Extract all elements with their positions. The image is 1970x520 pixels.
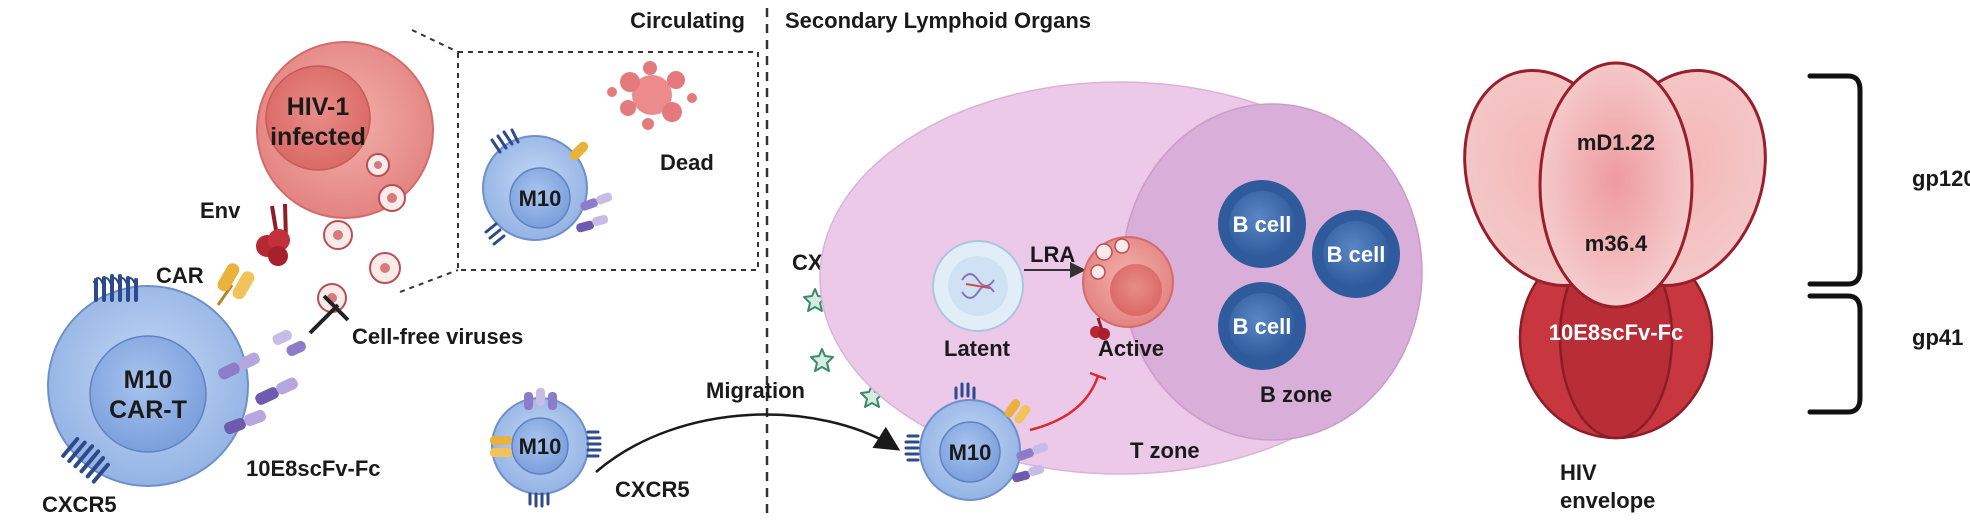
antibody-label: 10E8scFv-Fc [246,456,381,481]
active-infected-cell [1082,236,1174,328]
gp120-trimer [1463,61,1767,309]
cxcr5-label-migrating: CXCR5 [615,477,690,502]
b-cell: B cell [1218,282,1306,370]
secondary-lymphoid-header: Secondary Lymphoid Organs [785,8,1091,33]
cxcr5-receptor-icon [61,437,110,484]
hiv-envelope-caption-line2: envelope [1560,488,1655,513]
env-label: Env [200,198,241,223]
car-receptor-icon [1004,399,1031,424]
inhibition-arrow [308,294,350,335]
car-label: CAR [156,263,204,288]
b-cell-label: B cell [1233,314,1292,339]
cell-free-viruses-label: Cell-free viruses [352,324,523,349]
m10-car-t-cell: M10 CAR-T [47,285,249,487]
free-virus-icon [317,220,401,313]
t-zone-label: T zone [1130,438,1200,463]
gp41-bracket [1807,293,1863,415]
inset-m10-label: M10 [519,186,562,211]
hiv-infected-cell: HIV-1 infected [256,41,434,219]
antibody-icon [218,329,306,434]
cxcr5-receptor-icon [93,274,138,302]
m364-label: m36.4 [1585,231,1648,256]
t-zone-m10-label: M10 [949,440,992,465]
car-receptor-icon [569,141,589,161]
budding-virus-icon [366,153,406,212]
b-cell: B cell [1218,180,1306,268]
car-t-label-line1: M10 [124,366,173,394]
latent-cell [932,240,1024,332]
cxcr5-receptor-icon [484,128,520,246]
migrating-m10-cell: M10 [491,397,589,495]
lra-label: LRA [1030,242,1075,267]
migrating-m10-label: M10 [519,434,562,459]
b-cell: B cell [1312,210,1400,298]
envelope-antibody-label: 10E8scFv-Fc [1549,320,1684,345]
migration-arrow [595,413,901,473]
antibody-icon [524,388,557,410]
active-label: Active [1098,336,1164,361]
b-zone-label: B zone [1260,382,1332,407]
antibody-icon [576,192,613,233]
latent-label: Latent [944,336,1011,361]
red-inhibition-arrow [1029,371,1107,432]
hiv-envelope-caption-line1: HIV [1560,460,1597,485]
car-receptor-icon [216,263,255,306]
gp41-label: gp41 [1912,325,1963,350]
b-cell-label: B cell [1233,212,1292,237]
t-zone-m10-cell: M10 [919,399,1021,501]
md122-label: mD1.22 [1577,130,1655,155]
cxcr5-receptor-icon [904,382,976,462]
car-t-label-line2: CAR-T [109,396,187,424]
infected-label-line2: infected [270,123,366,151]
dead-cell-debris-icon [607,61,697,130]
dead-label: Dead [660,150,714,175]
env-spike-icon [1090,317,1110,340]
inset-m10-cell: M10 [482,135,588,241]
car-receptor-icon [490,436,512,457]
cxcr5-receptor-icon [528,430,602,508]
inset-box [457,51,759,271]
gp120-label: gp120 [1912,166,1970,191]
cxcr5-label-car-t: CXCR5 [42,492,117,517]
inset-callout-lines [399,29,459,293]
antibody-icon [1012,442,1049,483]
env-spike-icon [256,203,290,266]
infected-label-line1: HIV-1 [287,93,350,121]
migration-label: Migration [706,378,805,403]
b-cell-label: B cell [1327,242,1386,267]
circulating-header: Circulating [630,8,745,33]
gp120-bracket [1807,73,1863,287]
